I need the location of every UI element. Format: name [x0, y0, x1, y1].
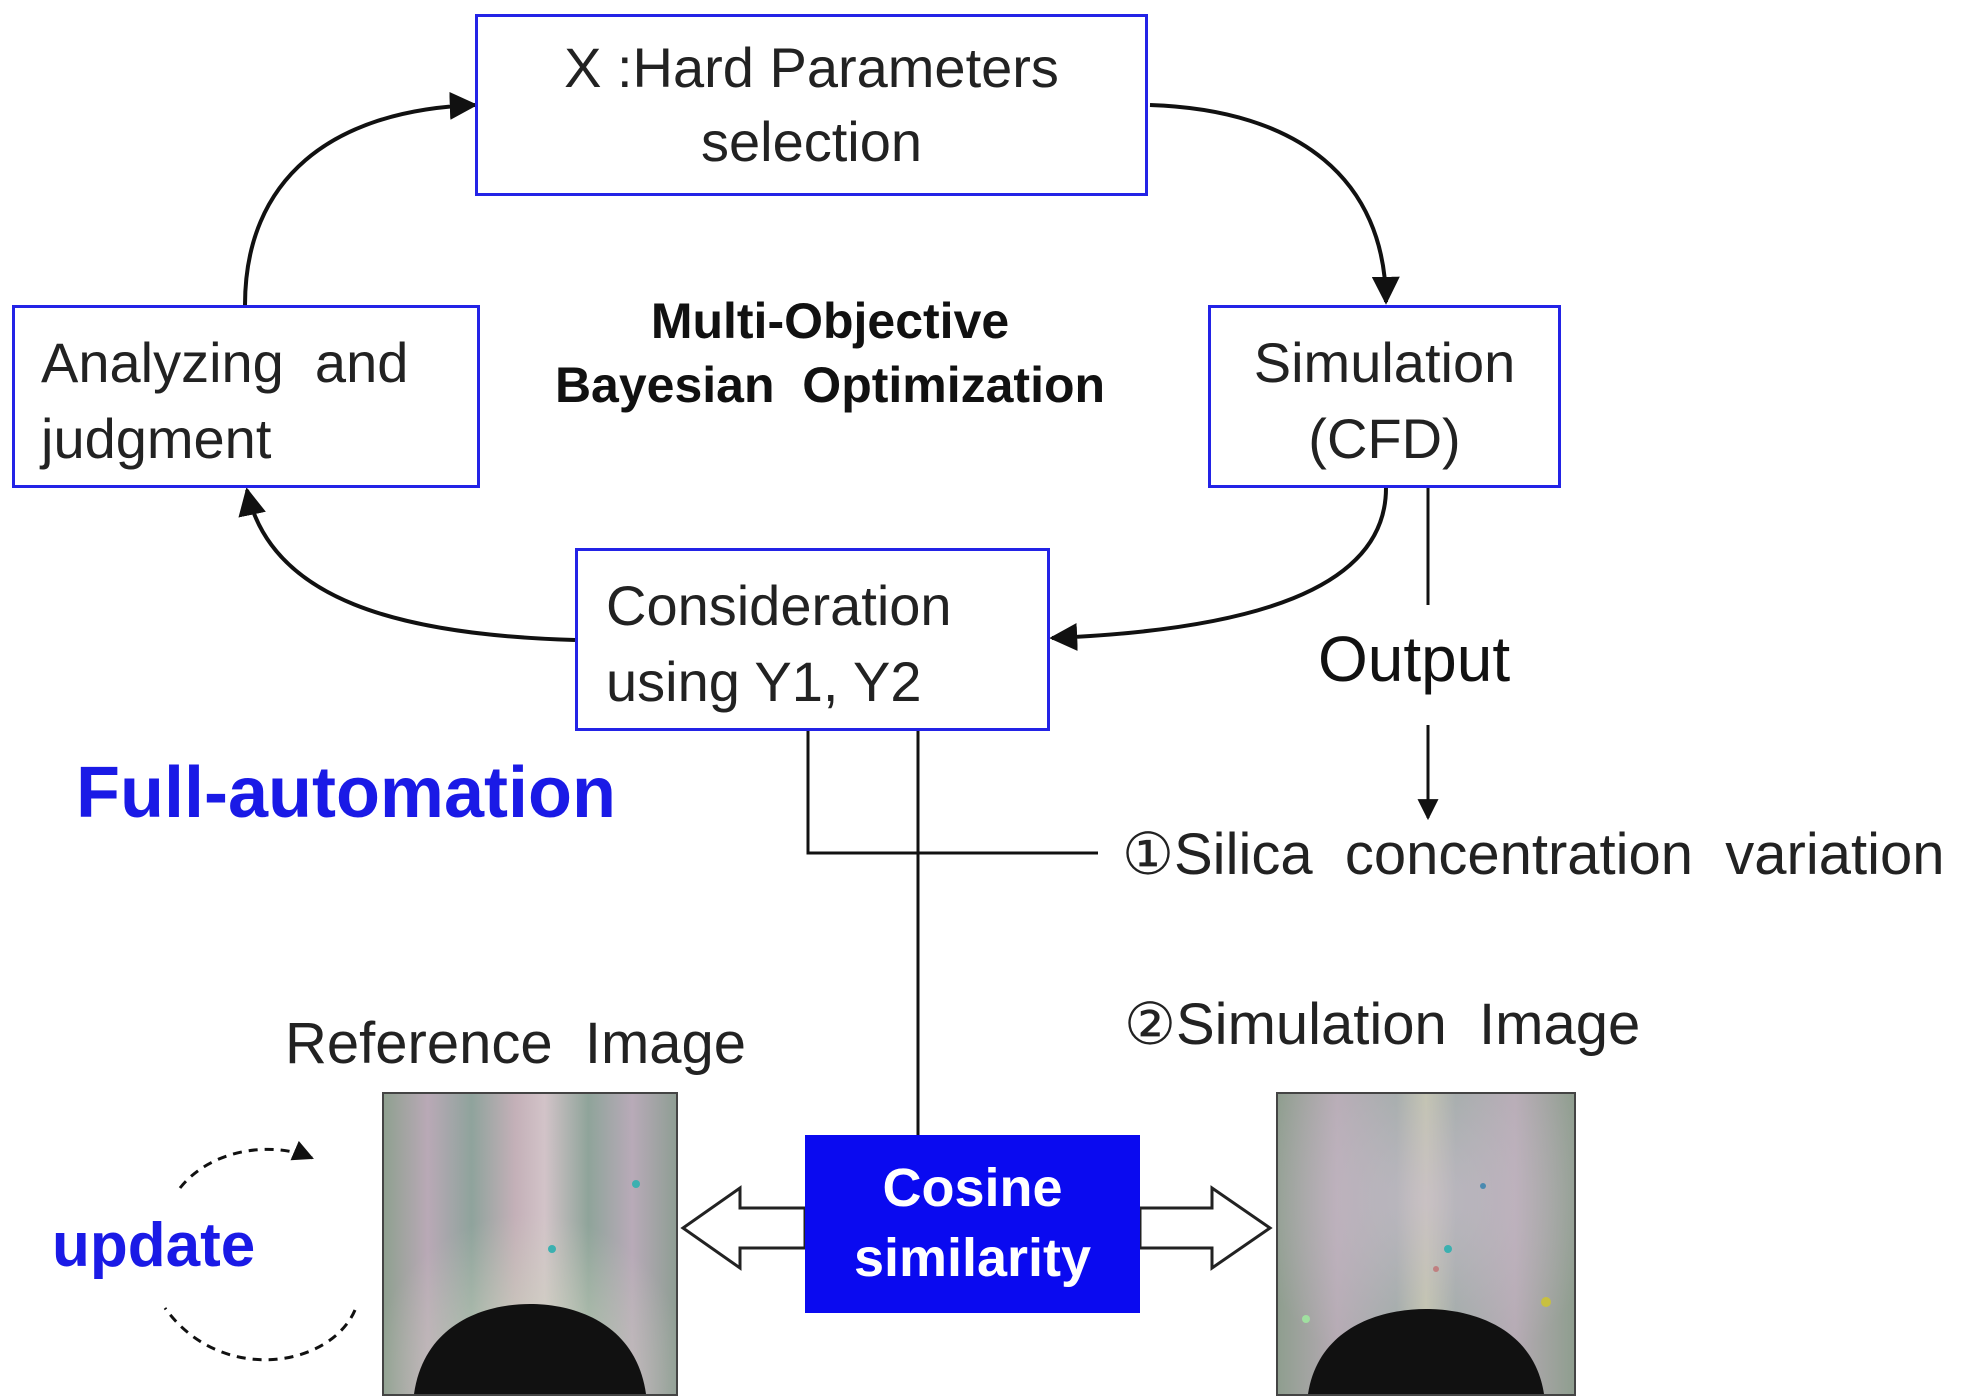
- reference-image-label: Reference Image: [285, 1011, 747, 1076]
- arrow-analyzing-to-params: [243, 91, 478, 306]
- hollow-arrow-left: [680, 1185, 807, 1271]
- consideration-line1: Consideration: [606, 574, 952, 637]
- update-arrow-bottom: [163, 1307, 357, 1362]
- hard-parameters-line2: selection: [700, 110, 923, 173]
- cosine-line2: similarity: [853, 1228, 1092, 1288]
- consideration-line2: using Y1, Y2: [606, 650, 922, 713]
- update-label: update: [52, 1211, 256, 1280]
- cosine-similarity-box: Cosine similarity: [805, 1135, 1140, 1313]
- simulation-image-label: ②Simulation Image: [1124, 992, 1641, 1057]
- hollow-arrow-right: [1138, 1185, 1273, 1271]
- arrow-consideration-to-analyzing: [238, 487, 576, 642]
- reference-image: [382, 1092, 678, 1396]
- silica-label: ①Silica concentration variation: [1122, 822, 1945, 887]
- reference-image-graphic: [384, 1094, 676, 1394]
- output-label: Output: [1318, 623, 1511, 695]
- analyzing-line1: Analyzing and: [41, 331, 409, 394]
- cosine-line1: Cosine: [882, 1158, 1063, 1218]
- simulation-line2: (CFD): [1308, 407, 1461, 470]
- consideration-box: Consideration using Y1, Y2: [575, 548, 1050, 731]
- hard-parameters-box: X :Hard Parameters selection: [475, 14, 1148, 196]
- simulation-image-graphic: [1278, 1094, 1574, 1394]
- hard-parameters-line1: X :Hard Parameters: [564, 36, 1059, 99]
- arrow-simulation-to-consideration: [1049, 487, 1388, 651]
- arrow-params-to-simulation: [1149, 103, 1400, 305]
- simulation-image: [1276, 1092, 1576, 1396]
- full-automation-label: Full-automation: [76, 753, 616, 833]
- simulation-line1: Simulation: [1253, 331, 1516, 394]
- center-title-line1: Multi-Objective: [650, 293, 1010, 349]
- update-arrow-top: [178, 1140, 314, 1189]
- center-title-line2: Bayesian Optimization: [554, 357, 1106, 413]
- analyzing-box: Analyzing and judgment: [12, 305, 480, 488]
- simulation-box: Simulation (CFD): [1208, 305, 1561, 488]
- analyzing-line2: judgment: [41, 407, 272, 470]
- arrow-silica-to-y1: [797, 697, 1098, 855]
